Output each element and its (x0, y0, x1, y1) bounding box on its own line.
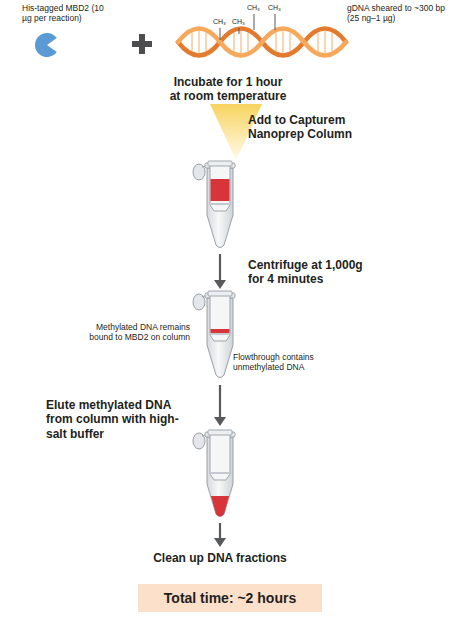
dna-helix (178, 29, 346, 56)
box-text: Total time: ~2 hours (164, 590, 296, 606)
step-arrow (219, 254, 221, 281)
callout-label: Methylated DNA remains bound to MBD2 on … (84, 322, 190, 342)
step-label: Add to Capturem Nanoprep Column (248, 113, 360, 142)
methyl-label: CH₃ (213, 18, 235, 26)
step-arrow-head (214, 417, 226, 426)
step-arrow (219, 523, 221, 539)
step-label: Clean up DNA fractions (115, 551, 325, 565)
plus-sign (139, 34, 145, 54)
spin-column-tube (193, 291, 235, 378)
summary-box: Total time: ~2 hours (138, 584, 322, 612)
spin-column-tube (193, 430, 235, 517)
mbd2-protein (35, 33, 57, 57)
step-label: Incubate for 1 hour at room temperature (168, 75, 288, 104)
step-label: Centrifuge at 1,000g for 4 minutes (248, 258, 372, 287)
step-arrow-head (214, 280, 226, 289)
methyl-label: CH₃ (268, 4, 290, 12)
methyl-label: CH₃ (232, 18, 254, 26)
sample-liquid (211, 179, 230, 201)
reagent-label: His-tagged MBD2 (10 µg per reaction) (22, 3, 104, 23)
reagent-label: gDNA sheared to ~300 bp (25 ng–1 µg) (347, 3, 451, 23)
methyl-label: CH₃ (247, 4, 269, 12)
bound-dna-band (211, 329, 230, 333)
spin-column-tube (193, 161, 235, 248)
step-arrow (219, 385, 221, 418)
step-label: Elute methylated DNA from column with hi… (46, 398, 180, 441)
methyl-stick (220, 14, 275, 40)
eluate-liquid (211, 496, 229, 517)
callout-label: Flowthrough contains unmethylated DNA (233, 352, 325, 372)
step-arrow-head (214, 538, 226, 547)
